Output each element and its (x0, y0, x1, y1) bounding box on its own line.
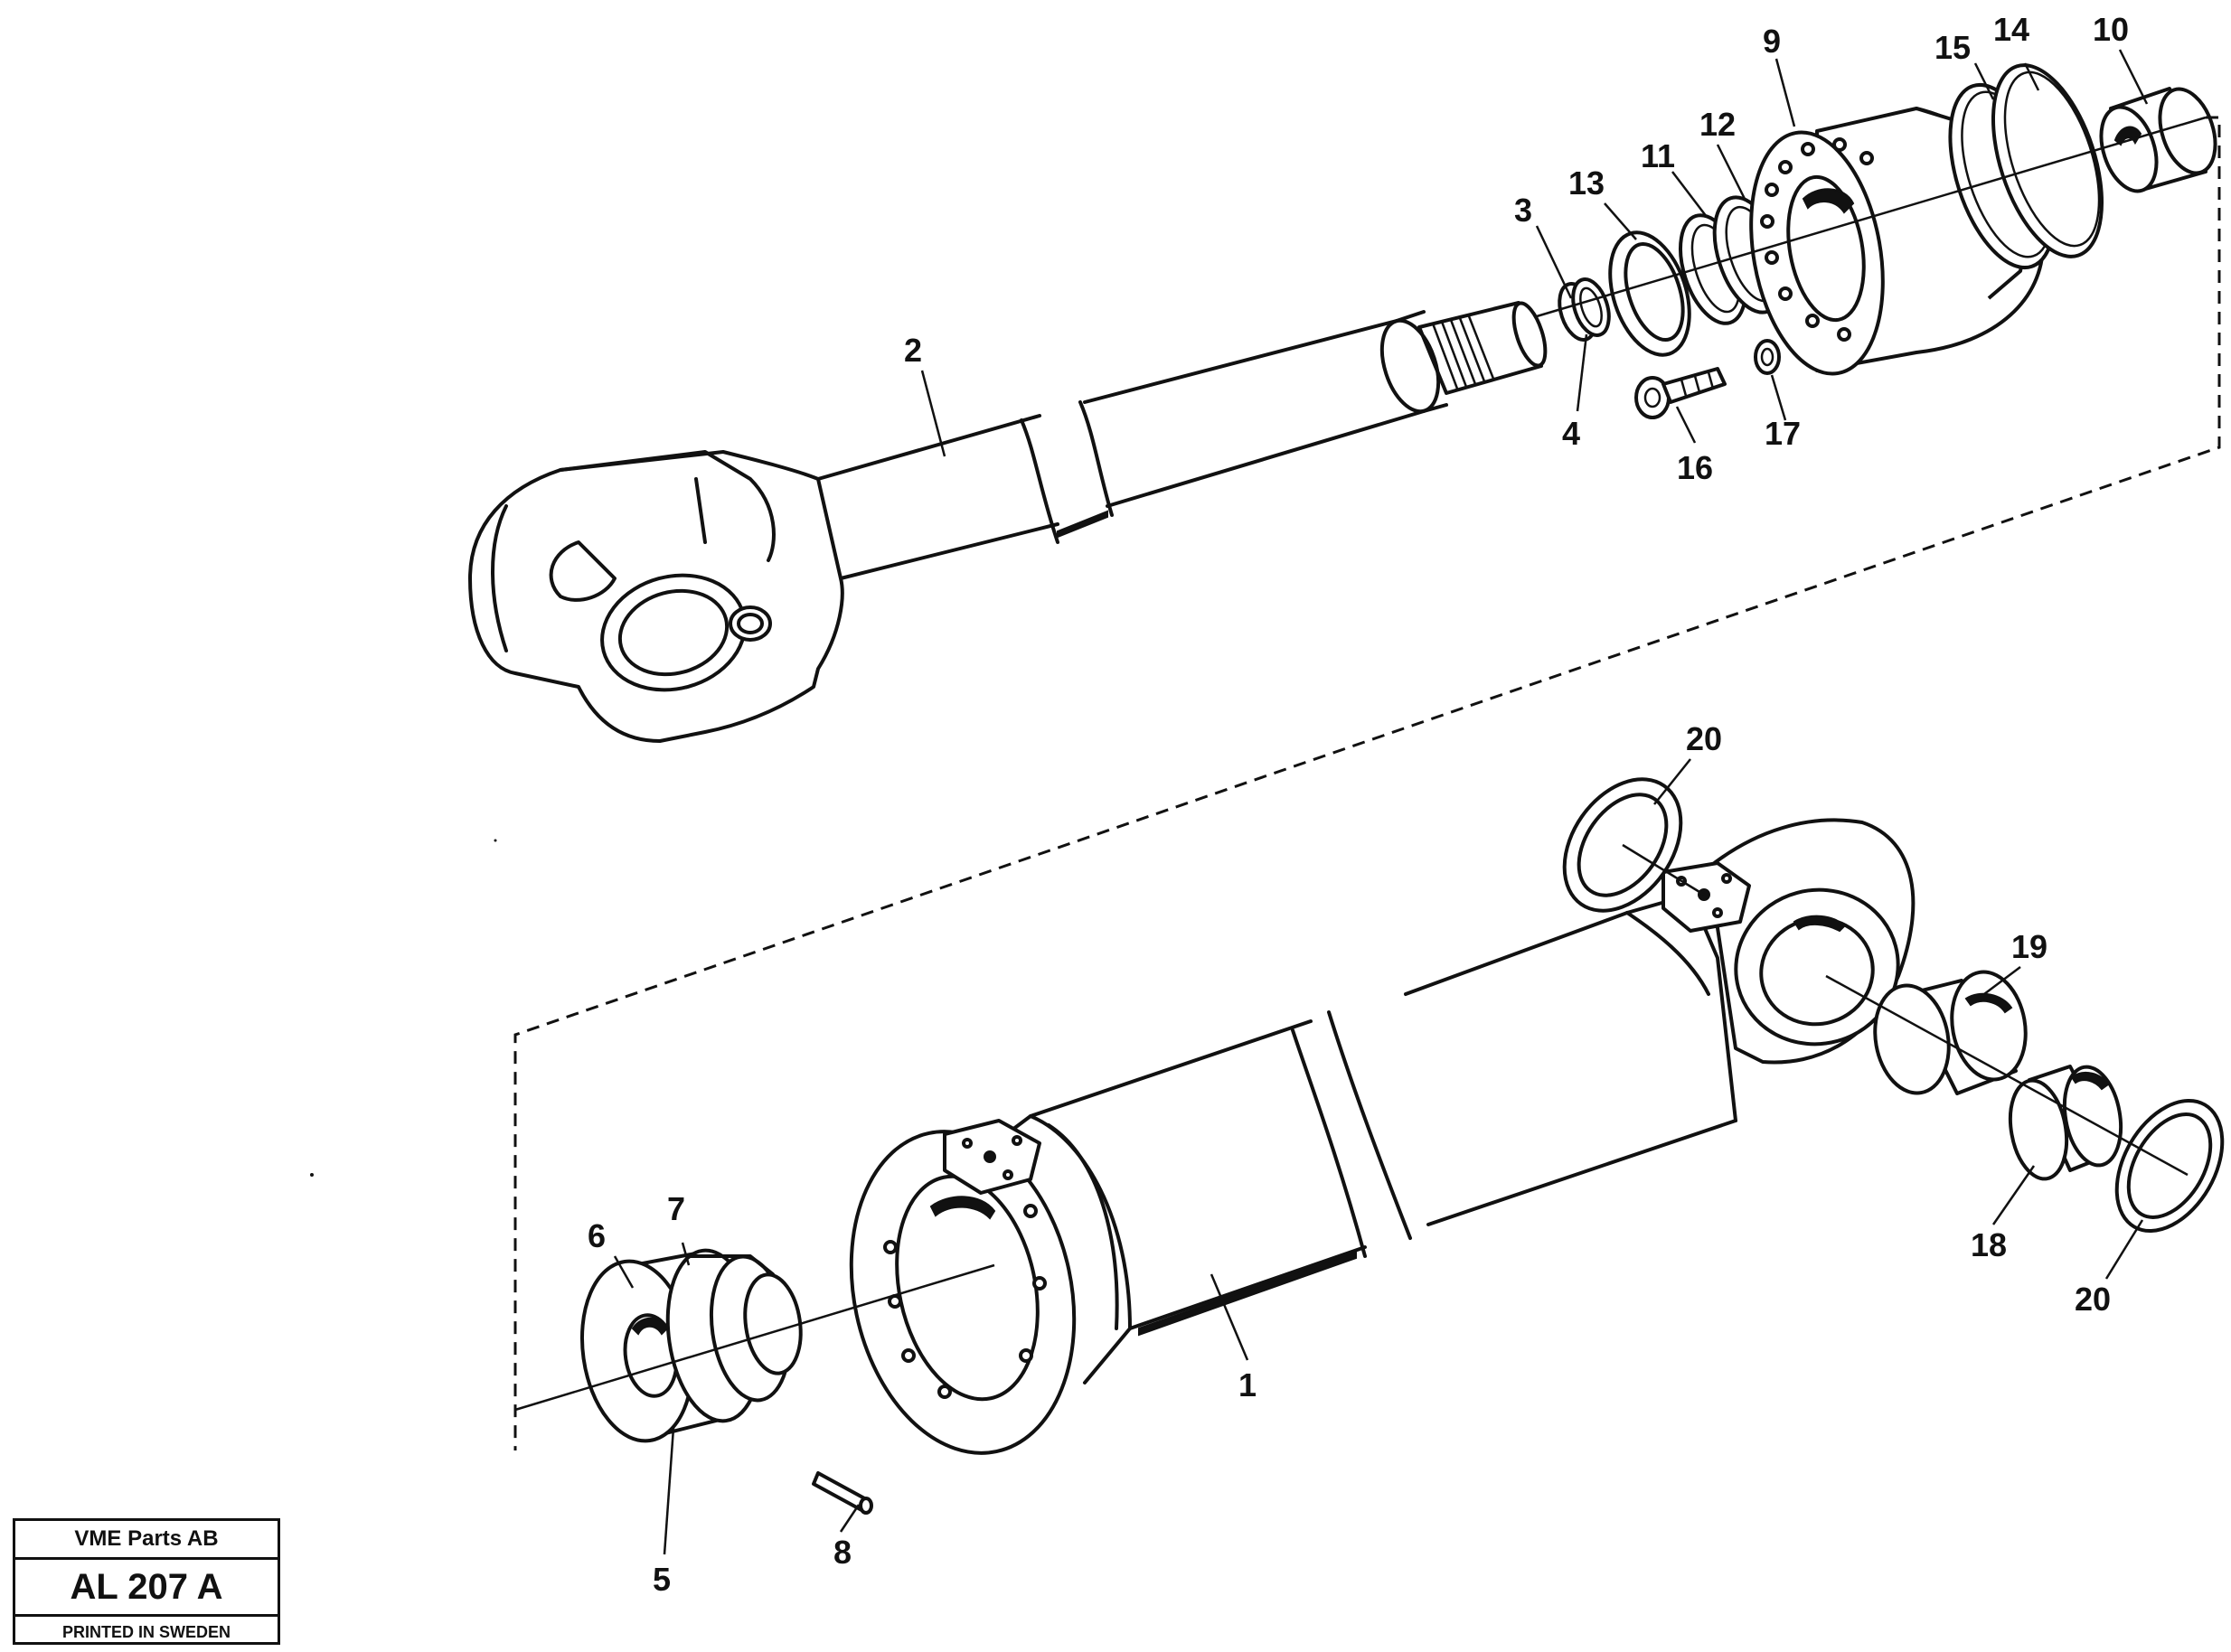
printed-note: PRINTED IN SWEDEN (61, 1623, 231, 1641)
title-block: VME Parts AB AL 207 A PRINTED IN SWEDEN (13, 1518, 280, 1645)
pin-8 (812, 1471, 873, 1515)
label-part-14: 14 (1993, 11, 2029, 48)
bushing-10 (2099, 87, 2217, 193)
label-part-10: 10 (2093, 11, 2129, 48)
label-part-9: 9 (1763, 23, 1781, 60)
backup-ring-14 (1991, 63, 2104, 258)
screw-16 (1634, 367, 1727, 419)
label-part-20-bottom: 20 (2075, 1281, 2111, 1318)
label-part-5: 5 (653, 1561, 671, 1598)
label-part-1: 1 (1238, 1366, 1257, 1403)
label-part-12: 12 (1699, 106, 1736, 143)
cylinder-tube (849, 818, 1916, 1455)
label-part-8: 8 (833, 1534, 852, 1571)
piston (579, 1248, 803, 1443)
bushing-18 (2008, 1065, 2123, 1181)
seal-ring-13 (1608, 230, 1691, 357)
part-labels: 2 1 3 4 13 11 12 9 15 14 10 16 17 6 7 5 … (588, 11, 2129, 1598)
label-part-19: 19 (2011, 928, 2047, 965)
company-name: VME Parts AB (15, 1521, 278, 1560)
label-part-4: 4 (1562, 415, 1580, 452)
label-part-2: 2 (904, 332, 922, 369)
label-part-13: 13 (1568, 164, 1605, 202)
piston-rod-assembly (468, 301, 1548, 743)
label-part-18: 18 (1971, 1226, 2007, 1263)
label-part-3: 3 (1514, 192, 1532, 229)
wiper-ring-small (1558, 277, 1611, 342)
washer-17 (1754, 339, 1781, 375)
label-part-11: 11 (1641, 137, 1675, 174)
assembly-dashed-line (513, 116, 2221, 1450)
leader-lines (613, 49, 2149, 1555)
drawing-number: AL 207 A (15, 1560, 278, 1617)
label-part-7: 7 (667, 1190, 685, 1227)
label-part-6: 6 (588, 1217, 606, 1254)
label-part-16: 16 (1677, 449, 1713, 486)
label-part-17: 17 (1765, 415, 1801, 452)
label-part-20-top: 20 (1686, 720, 1722, 757)
label-part-15: 15 (1934, 29, 1971, 66)
